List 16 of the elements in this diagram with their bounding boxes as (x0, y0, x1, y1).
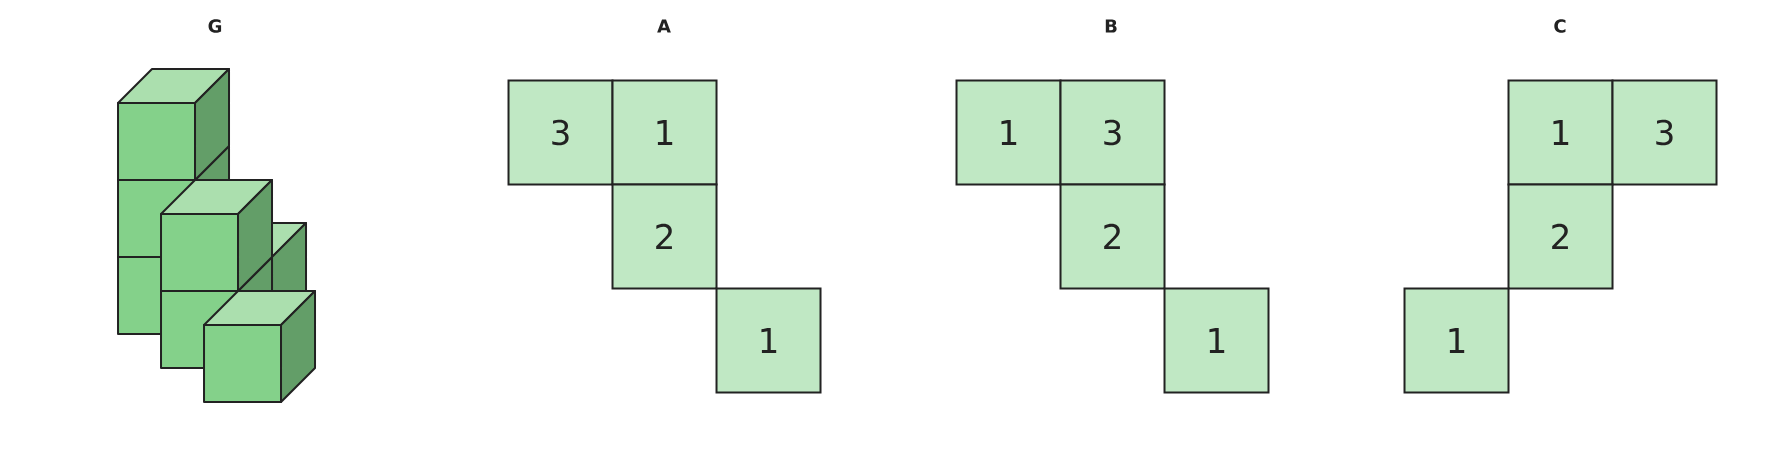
grid-cell: 1 (1403, 287, 1510, 394)
grid-cell: 1 (1163, 287, 1270, 394)
grid-cell: 1 (611, 79, 718, 186)
grid-cell: 1 (955, 79, 1062, 186)
grid-cell: 2 (1507, 183, 1614, 290)
panel-label: B (1105, 19, 1117, 33)
grid-cell: 3 (1611, 79, 1718, 186)
grid-cell: 3 (507, 79, 614, 186)
grid-cell: 2 (1059, 183, 1166, 290)
grid-cell: 3 (1059, 79, 1166, 186)
grid-cell: 2 (611, 183, 718, 290)
panel-label: A (657, 19, 671, 33)
panel-label: C (1554, 19, 1566, 33)
grid-cell: 1 (1507, 79, 1614, 186)
grid-cell: 1 (715, 287, 822, 394)
panel-label: G (208, 19, 222, 33)
